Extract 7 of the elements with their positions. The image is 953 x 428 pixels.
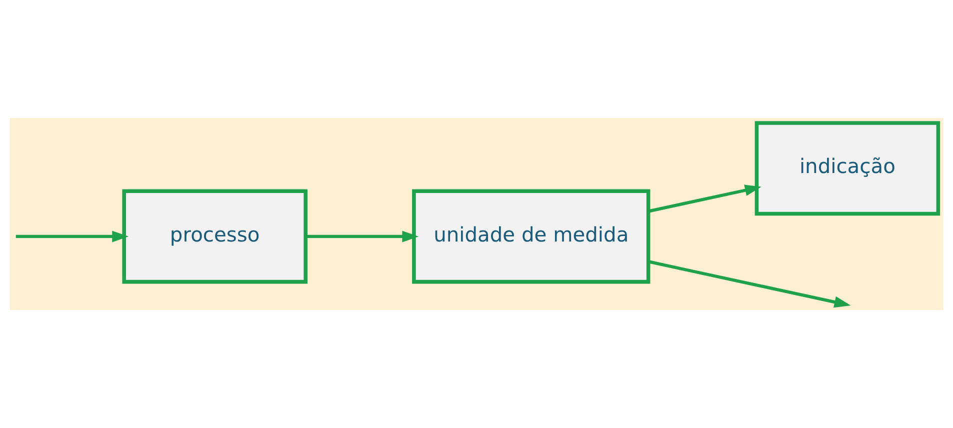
arrow (306, 230, 419, 242)
arrow (16, 230, 129, 242)
arrow (648, 184, 762, 213)
arrow (648, 260, 851, 308)
node-box: unidade de medida (412, 189, 650, 284)
node-box: indicação (754, 121, 940, 216)
node-box: processo (122, 189, 308, 284)
